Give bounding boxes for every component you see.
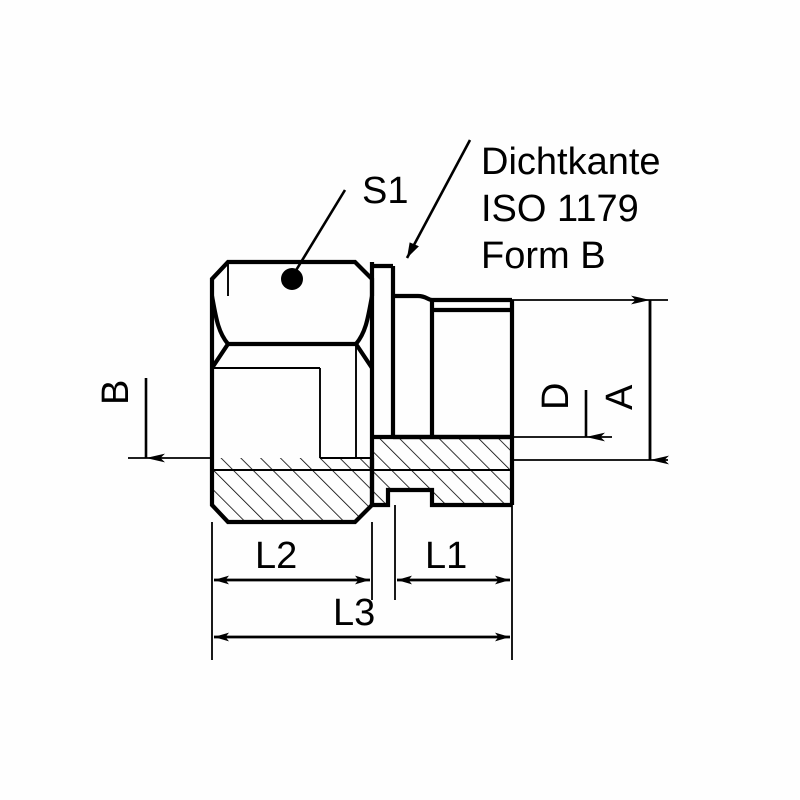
note-line-2: ISO 1179: [481, 188, 639, 230]
label-l2: L2: [255, 535, 297, 577]
hatch-nut-lower: [212, 458, 372, 522]
label-l3: L3: [333, 592, 375, 634]
reference-lines: [128, 299, 668, 660]
internal-detail-lines: [212, 262, 512, 491]
leader-lines: [281, 139, 472, 290]
note-line-1: Dichtkante: [481, 141, 661, 183]
hex-chamfer-right-arc: [354, 295, 375, 346]
label-s1: S1: [362, 170, 408, 212]
label-b: B: [95, 380, 137, 405]
hatch-stud-upper: [372, 437, 512, 458]
section-hatching: [212, 437, 512, 522]
hex-corner-slope-left: [210, 342, 230, 370]
label-d: D: [535, 383, 577, 410]
text-labels: Dichtkante ISO 1179 Form B S1 A B D L2 L…: [95, 141, 661, 634]
hex-chamfer-left-arc: [209, 295, 230, 346]
dichtkante-leader-line: [405, 139, 472, 259]
hex-corner-slope-right: [354, 342, 374, 370]
s1-leader-line: [293, 189, 347, 273]
dimension-lines: [144, 295, 669, 642]
hatch-stud-lower: [372, 458, 512, 505]
shoulder-fillet: [417, 293, 433, 303]
body-outline: [209, 259, 515, 525]
s1-leader-dot: [281, 268, 303, 290]
note-line-3: Form B: [481, 235, 606, 277]
label-a: A: [599, 384, 641, 410]
label-l1: L1: [425, 535, 467, 577]
